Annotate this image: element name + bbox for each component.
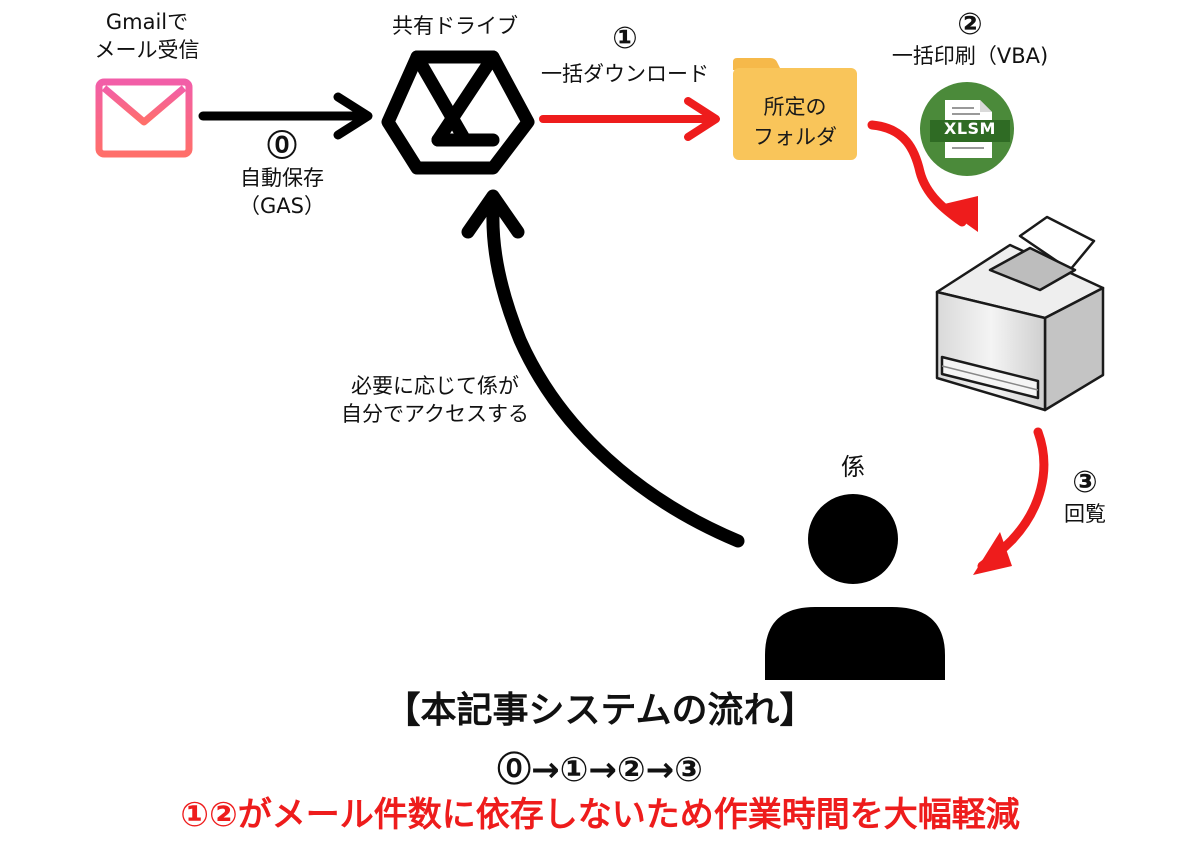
access-note-line1: 必要に応じて係が (351, 374, 519, 398)
drive-icon (381, 50, 535, 175)
printer-icon (935, 215, 1105, 412)
access-note-line2: 自分でアクセスする (341, 402, 529, 426)
arrow-printer-to-person (973, 427, 1049, 575)
folder-label: 所定の フォルダ (733, 92, 857, 152)
step-sequence: ⓪→①→②→③ (497, 750, 703, 790)
gmail-label-line1: Gmailで (105, 10, 189, 34)
person-icon (765, 494, 945, 680)
step1-number: ① (612, 21, 638, 56)
step2-label: 一括印刷（VBA) (891, 44, 1049, 68)
step2-number: ② (957, 7, 983, 42)
arrow-folder-to-printer (867, 120, 978, 232)
person-label: 係 (841, 453, 865, 481)
step0-block: ⓪ 自動保存 （GAS） (222, 130, 342, 220)
step3-label: 回覧 (1064, 502, 1106, 526)
step3-block: ③ 回覧 (1055, 466, 1115, 528)
drive-label: 共有ドライブ (392, 14, 518, 38)
step0-number: ⓪ (267, 129, 297, 164)
step2-block: ② 一括印刷（VBA) (890, 8, 1050, 70)
access-note: 必要に応じて係が 自分でアクセスする (320, 372, 550, 428)
benefit-statement: ①②がメール件数に依存しないため作業時間を大幅軽減 (180, 795, 1020, 835)
arrow-mail-to-drive (198, 92, 373, 140)
folder-label-line1: 所定の (763, 95, 827, 119)
step3-number: ③ (1072, 465, 1098, 500)
step1-label: 一括ダウンロード (541, 62, 709, 86)
arrow-person-to-drive (461, 189, 745, 548)
gmail-label-line2: メール受信 (94, 38, 200, 62)
gmail-label: Gmailで メール受信 (62, 8, 232, 64)
xlsm-label: XLSM (944, 119, 996, 138)
folder-icon (733, 58, 857, 160)
step1-block: ① 一括ダウンロード (530, 22, 720, 88)
mail-icon (95, 78, 193, 158)
xlsm-file-icon (920, 82, 1014, 176)
folder-label-line2: フォルダ (753, 125, 837, 149)
page-title: 【本記事システムの流れ】 (384, 690, 816, 731)
step0-label-line1: 自動保存 (240, 166, 324, 190)
step0-label-line2: （GAS） (239, 194, 325, 218)
arrow-drive-to-folder (539, 97, 720, 141)
